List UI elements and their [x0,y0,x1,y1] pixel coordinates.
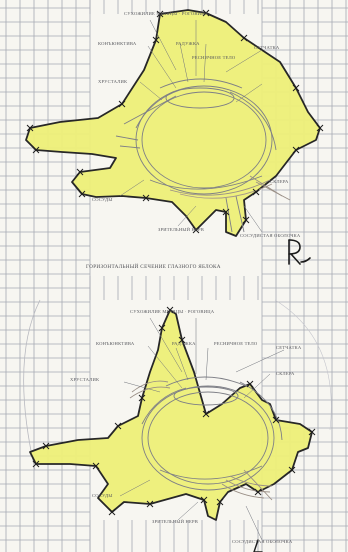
top-label-mid2: ресничное тело [192,56,235,61]
top-label-l2: хрусталик [98,80,127,85]
bottom-label-mid2: ресничное тело [214,342,257,347]
top-label-top: сухожилие мышцы · роговица [124,12,208,17]
top-label-mid1: радужка [176,42,200,47]
bottom-label-r1: склера [276,372,295,377]
top-label-b3: сосудистая оболочка [240,234,300,239]
top-label-b2: сосуды [92,198,113,203]
top-label-r1: склера [270,180,289,185]
top-label-b1: зрительный нерв [158,228,204,233]
bottom-label-b3: сосудистая оболочка [232,540,292,545]
bottom-label-b2: сосуды [92,494,113,499]
bottom-label-b1: зрительный нерв [152,520,198,525]
bottom-label-l2: хрусталик [70,378,99,383]
bottom-label-l1: конъюнктива [96,342,134,347]
top-label-l1: конъюнктива [98,42,136,47]
bottom-label-mid1: радужка [172,342,196,347]
bottom-label-r2: сетчатка [276,346,301,351]
bottom-label-top: сухожилие мышцы · роговица [130,310,214,315]
top-label-r2: сетчатка [254,46,279,51]
top-diagram-caption: горизонтальный сечение глазного яблока [86,264,221,270]
